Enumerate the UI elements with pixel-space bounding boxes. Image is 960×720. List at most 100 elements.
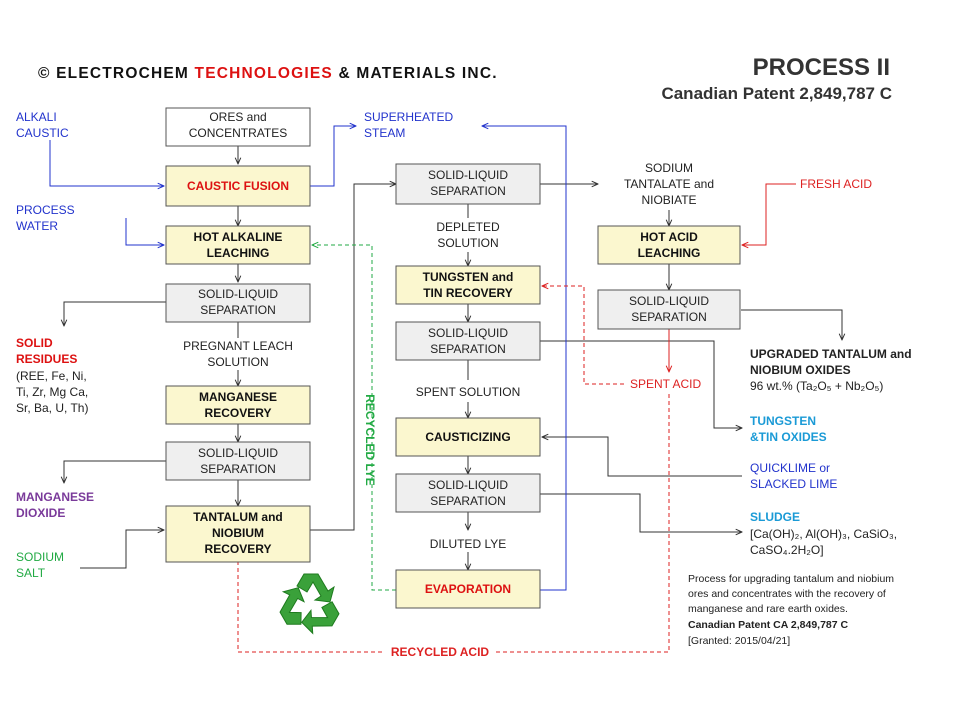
diluted-lye-label: DILUTED LYE — [430, 537, 506, 551]
svg-text:CONCENTRATES: CONCENTRATES — [189, 126, 287, 140]
svg-text:SEPARATION: SEPARATION — [631, 310, 707, 324]
caustic-fusion-box: CAUSTIC FUSION — [165, 165, 311, 207]
svg-text:SEPARATION: SEPARATION — [200, 462, 276, 476]
recycle-icon — [279, 573, 340, 635]
svg-text:Canadian Patent CA 2,849,787: Canadian Patent CA 2,849,787 C — [688, 619, 849, 631]
svg-text:[Granted: 2015/04/21]: [Granted: 2015/04/21] — [688, 635, 790, 647]
svg-text:SOLID-LIQUID: SOLID-LIQUID — [198, 287, 278, 301]
svg-text:HOT ALKALINE: HOT ALKALINE — [194, 230, 283, 244]
svg-text:ORES and: ORES and — [209, 110, 266, 124]
solid-liquid-separation-1-box: SOLID-LIQUID SEPARATION — [165, 283, 311, 323]
fresh-acid-input: FRESH ACID — [800, 177, 872, 191]
svg-text:Sr, Ba, U, Th): Sr, Ba, U, Th) — [16, 401, 88, 415]
svg-text:TANTALUM and: TANTALUM and — [193, 510, 283, 524]
company-name: © ELECTROCHEM TECHNOLOGIES & MATERIALS I… — [38, 65, 498, 82]
svg-text:SODIUM: SODIUM — [645, 161, 693, 175]
svg-text:DIOXIDE: DIOXIDE — [16, 506, 65, 520]
sodium-tantalate-niobiate-label: SODIUM TANTALATE and NIOBIATE — [624, 161, 714, 207]
svg-text:CAUSTIC FUSION: CAUSTIC FUSION — [187, 179, 289, 193]
svg-text:SOLID-LIQUID: SOLID-LIQUID — [428, 168, 508, 182]
ores-box: ORES and CONCENTRATES — [165, 107, 311, 147]
hot-acid-leaching-box: HOT ACID LEACHING — [597, 225, 741, 265]
svg-text:TUNGSTEN: TUNGSTEN — [750, 414, 816, 428]
svg-text:WATER: WATER — [16, 219, 58, 233]
sludge-output: SLUDGE [Ca(OH)₂, Al(OH)₃, CaSiO₃, CaSO₄.… — [750, 510, 897, 557]
svg-text:SEPARATION: SEPARATION — [430, 494, 506, 508]
causticizing-box: CAUSTICIZING — [395, 417, 541, 457]
svg-text:PREGNANT LEACH: PREGNANT LEACH — [183, 339, 293, 353]
svg-text:QUICKLIME or: QUICKLIME or — [750, 461, 830, 475]
svg-text:EVAPORATION: EVAPORATION — [425, 582, 511, 596]
solid-liquid-separation-2-box: SOLID-LIQUID SEPARATION — [165, 441, 311, 481]
solid-liquid-separation-3-box: SOLID-LIQUID SEPARATION — [395, 163, 541, 205]
svg-text:SODIUM: SODIUM — [16, 550, 64, 564]
svg-text:MANGANESE: MANGANESE — [199, 390, 277, 404]
spent-acid-label: SPENT ACID — [630, 377, 701, 391]
svg-text:RESIDUES: RESIDUES — [16, 352, 77, 366]
process-title: PROCESS II — [753, 54, 890, 81]
patent-note: Process for upgrading tantalum and niobi… — [688, 573, 894, 647]
svg-text:RECOVERY: RECOVERY — [205, 406, 272, 420]
svg-text:ores and concentrates with th: ores and concentrates with the recovery … — [688, 588, 886, 600]
svg-text:ALKALI: ALKALI — [16, 110, 57, 124]
svg-text:[Ca(OH)₂, Al(OH)₃, CaSiO₃,: [Ca(OH)₂, Al(OH)₃, CaSiO₃, — [750, 527, 897, 541]
depleted-solution-label: DEPLETED SOLUTION — [436, 220, 500, 250]
solid-residues-output: SOLID RESIDUES (REE, Fe, Ni, Ti, Zr, Mg … — [16, 336, 88, 415]
recycled-lye-label: RECYCLED LYE — [363, 394, 377, 486]
svg-text:SOLID-LIQUID: SOLID-LIQUID — [629, 294, 709, 308]
svg-text:CAUSTIC: CAUSTIC — [16, 126, 69, 140]
spent-solution-label: SPENT SOLUTION — [416, 385, 520, 399]
connectors — [49, 126, 842, 653]
recycled-acid-label: RECYCLED ACID — [391, 645, 490, 659]
svg-text:NIOBIUM OXIDES: NIOBIUM OXIDES — [750, 363, 851, 377]
svg-text:DEPLETED: DEPLETED — [436, 220, 500, 234]
svg-text:TANTALATE and: TANTALATE and — [624, 177, 714, 191]
manganese-dioxide-output: MANGANESE DIOXIDE — [16, 490, 94, 520]
svg-text:&TIN OXIDES: &TIN OXIDES — [750, 430, 827, 444]
solid-liquid-separation-6-box: SOLID-LIQUID SEPARATION — [597, 289, 741, 330]
quicklime-input: QUICKLIME or SLACKED LIME — [750, 461, 837, 491]
svg-text:SEPARATION: SEPARATION — [430, 342, 506, 356]
svg-text:NIOBIATE: NIOBIATE — [641, 193, 696, 207]
tungsten-tin-recovery-box: TUNGSTEN and TIN RECOVERY — [395, 265, 541, 305]
svg-text:NIOBIUM: NIOBIUM — [212, 526, 264, 540]
svg-text:CAUSTICIZING: CAUSTICIZING — [425, 430, 510, 444]
svg-text:(REE, Fe, Ni,: (REE, Fe, Ni, — [16, 369, 87, 383]
svg-text:SEPARATION: SEPARATION — [200, 303, 276, 317]
svg-text:PROCESS: PROCESS — [16, 203, 75, 217]
svg-text:Ti, Zr, Mg Ca,: Ti, Zr, Mg Ca, — [16, 385, 88, 399]
solid-liquid-separation-5-box: SOLID-LIQUID SEPARATION — [395, 473, 541, 513]
svg-text:TUNGSTEN and: TUNGSTEN and — [423, 270, 514, 284]
svg-text:Process for upgrading tantalum: Process for upgrading tantalum and niobi… — [688, 573, 894, 585]
svg-text:SUPERHEATED: SUPERHEATED — [364, 110, 453, 124]
pregnant-leach-solution-label: PREGNANT LEACH SOLUTION — [183, 339, 293, 369]
svg-text:SLACKED LIME: SLACKED LIME — [750, 477, 837, 491]
svg-text:HOT ACID: HOT ACID — [640, 230, 698, 244]
svg-text:UPGRADED TANTALUM and: UPGRADED TANTALUM and — [750, 347, 912, 361]
svg-text:SOLID-LIQUID: SOLID-LIQUID — [198, 446, 278, 460]
svg-text:TIN RECOVERY: TIN RECOVERY — [423, 286, 513, 300]
svg-text:96 wt.% (Ta₂O₅ + Nb₂O₅): 96 wt.% (Ta₂O₅ + Nb₂O₅) — [750, 379, 883, 393]
patent-title: Canadian Patent 2,849,787 C — [661, 84, 892, 103]
svg-text:RECOVERY: RECOVERY — [205, 542, 272, 556]
process-water-input: PROCESS WATER — [16, 203, 75, 233]
svg-text:SEPARATION: SEPARATION — [430, 184, 506, 198]
upgraded-oxides-output: UPGRADED TANTALUM and NIOBIUM OXIDES 96 … — [750, 347, 912, 393]
sodium-salt-input: SODIUM SALT — [16, 550, 64, 580]
svg-text:MANGANESE: MANGANESE — [16, 490, 94, 504]
hot-alkaline-leaching-box: HOT ALKALINE LEACHING — [165, 225, 311, 265]
svg-text:SOLID-LIQUID: SOLID-LIQUID — [428, 326, 508, 340]
svg-text:SOLUTION: SOLUTION — [437, 236, 498, 250]
svg-text:SOLUTION: SOLUTION — [207, 355, 268, 369]
svg-text:CaSO₄.2H₂O]: CaSO₄.2H₂O] — [750, 543, 824, 557]
evaporation-box: EVAPORATION — [395, 569, 541, 609]
svg-text:STEAM: STEAM — [364, 126, 405, 140]
alkali-caustic-input: ALKALI CAUSTIC — [16, 110, 69, 140]
svg-text:LEACHING: LEACHING — [638, 246, 701, 260]
svg-text:SLUDGE: SLUDGE — [750, 510, 800, 524]
superheated-steam-input: SUPERHEATED STEAM — [364, 110, 453, 140]
svg-text:SOLID: SOLID — [16, 336, 53, 350]
solid-liquid-separation-4-box: SOLID-LIQUID SEPARATION — [395, 321, 541, 361]
tungsten-tin-oxides-output: TUNGSTEN &TIN OXIDES — [750, 414, 827, 444]
